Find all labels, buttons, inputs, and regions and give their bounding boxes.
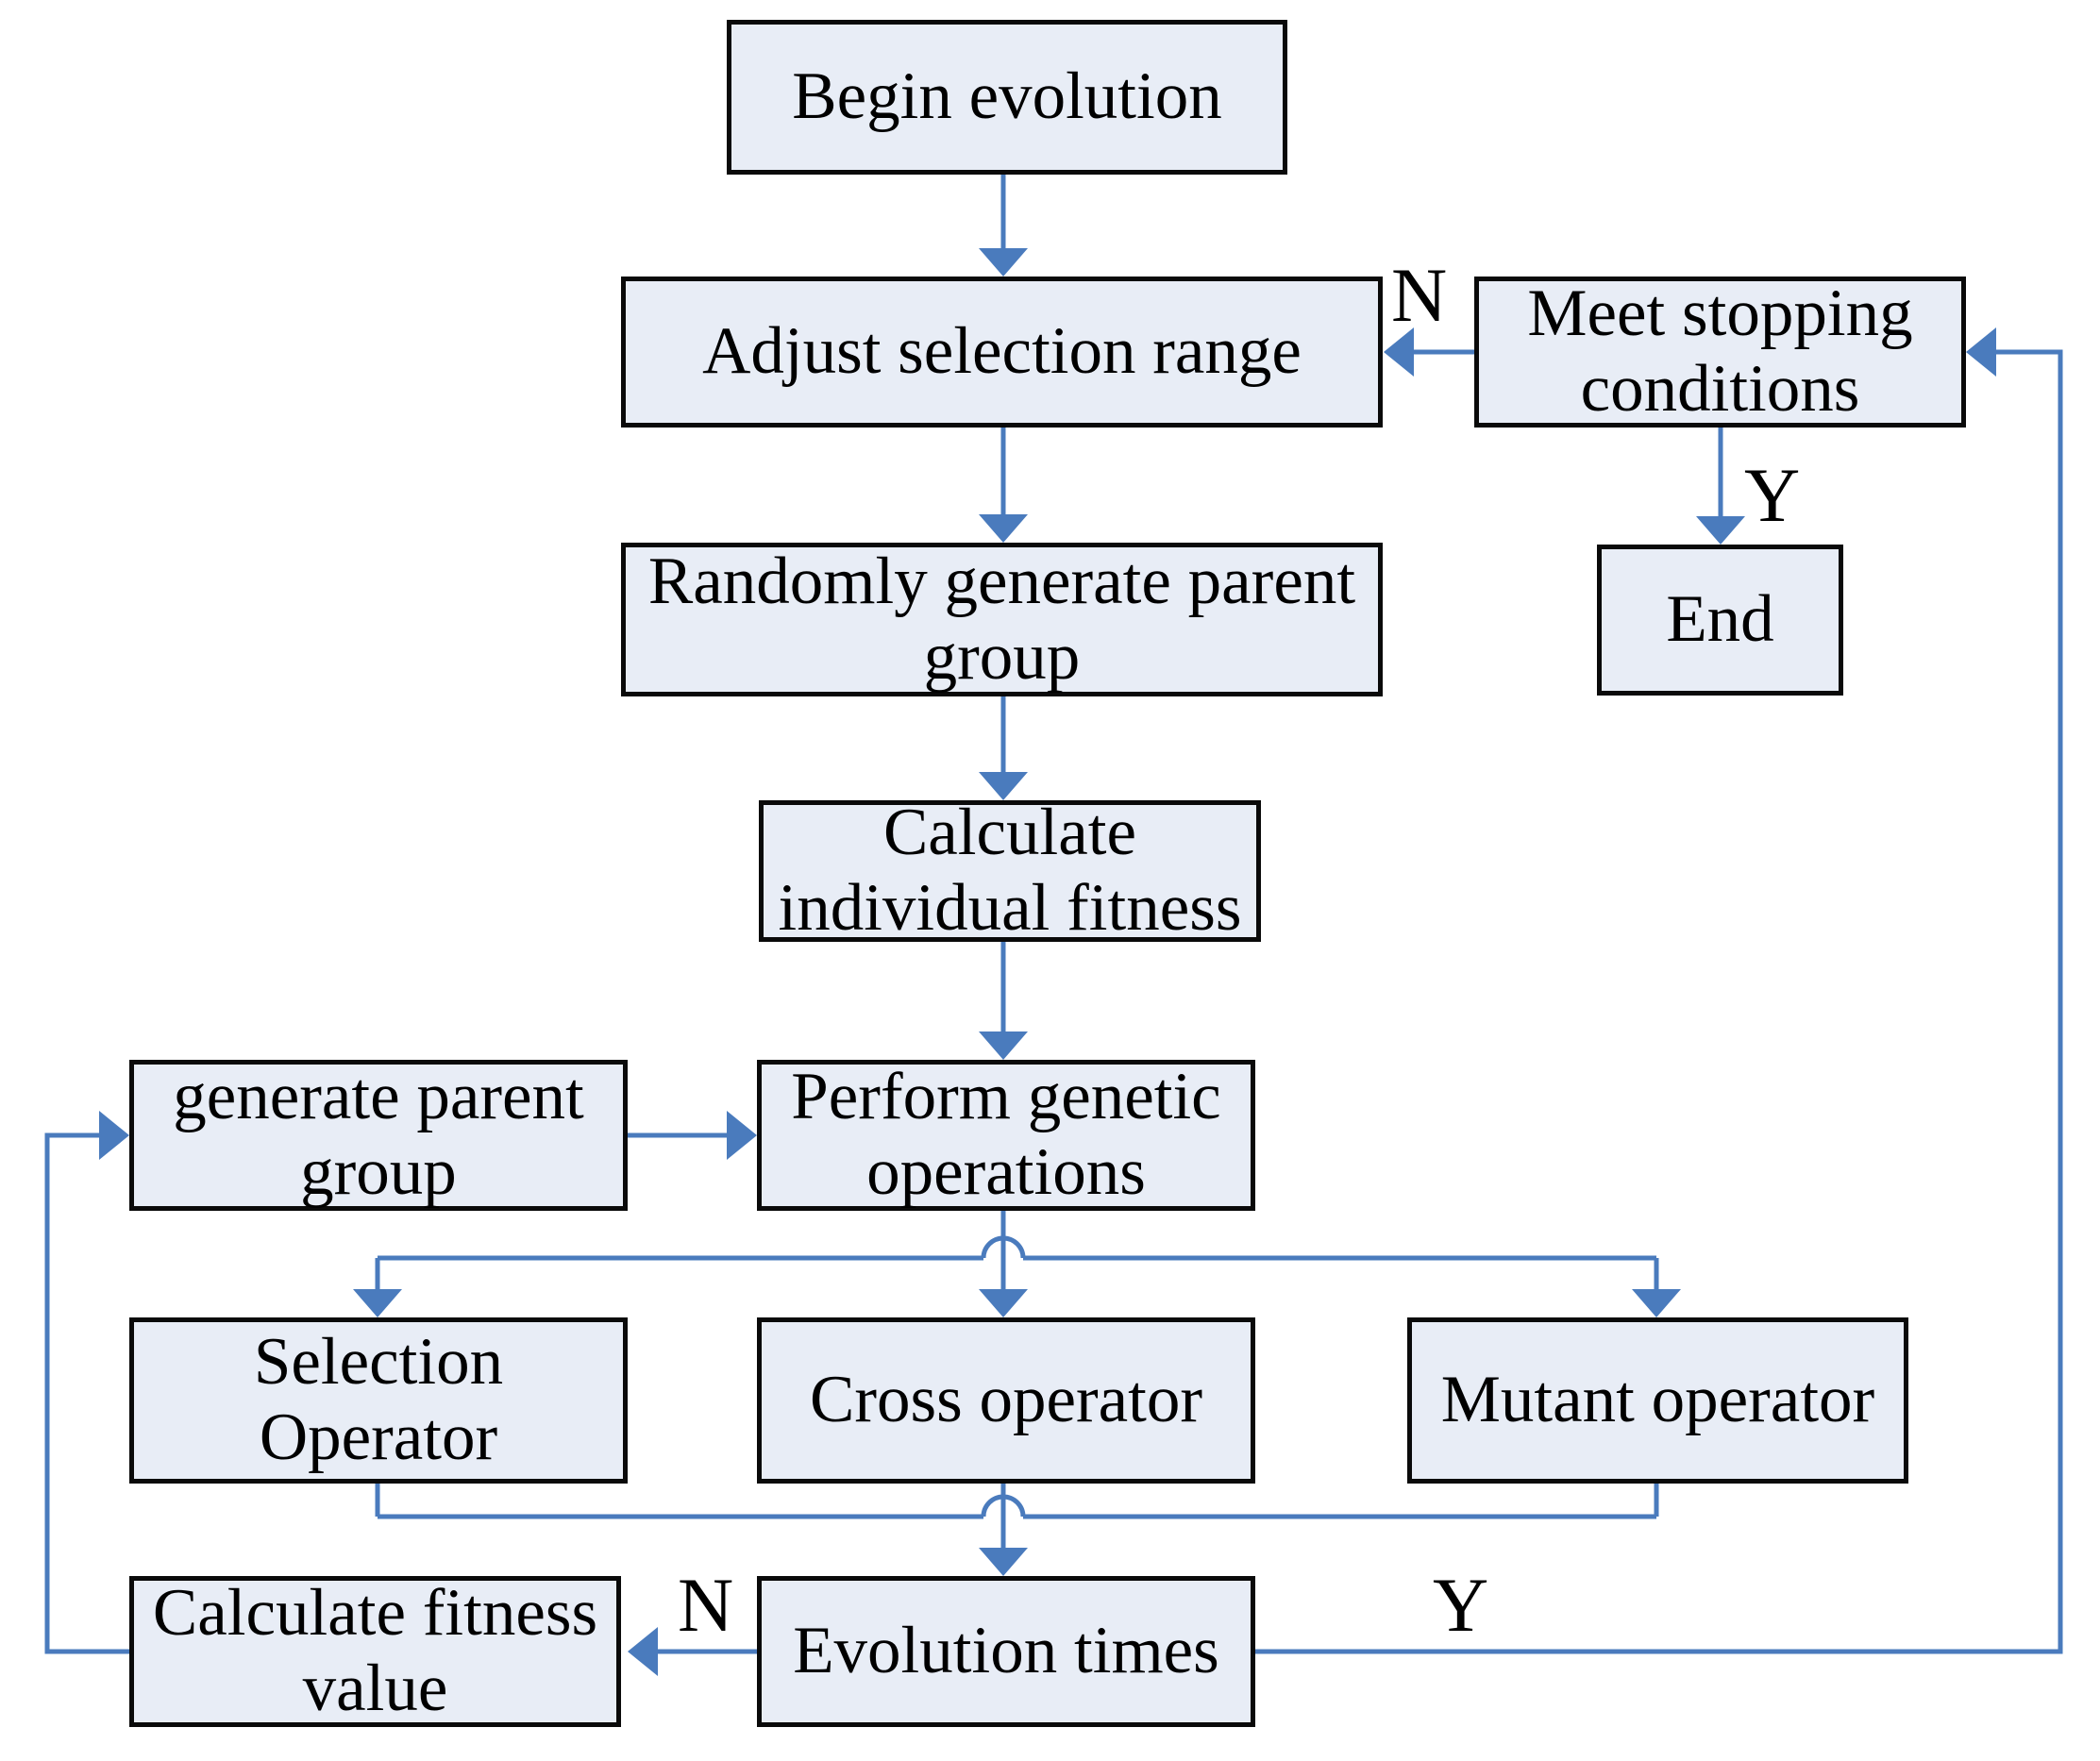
arrowhead-branch-selection	[353, 1289, 402, 1317]
node-evolution-times: Evolution times	[757, 1576, 1255, 1727]
node-randomly-generate-parent-group: Randomly generate parent group	[621, 543, 1383, 696]
label-evolution-yes: Y	[1433, 1562, 1489, 1648]
arrowhead-calcvalue-generate	[99, 1111, 129, 1160]
edge-calcvalue-generate	[44, 1132, 129, 1654]
node-generate-parent-group: generate parent group	[129, 1060, 628, 1211]
arrowhead-random-calcfitness	[979, 772, 1028, 800]
branch-hop-arc	[981, 1235, 1026, 1259]
arrowhead-evolution-meet-y	[1966, 327, 1996, 377]
edge-evolution-meet-y	[1255, 349, 2063, 1654]
node-cross-operator: Cross operator	[757, 1317, 1255, 1484]
arrowhead-perform-cross	[979, 1289, 1028, 1317]
node-end: End	[1597, 545, 1843, 696]
label-meet-yes: Y	[1744, 452, 1801, 538]
node-begin-evolution: Begin evolution	[727, 20, 1287, 175]
node-calculate-fitness-value: Calculate fitness value	[129, 1576, 621, 1727]
node-meet-stopping-conditions: Meet stopping conditions	[1474, 277, 1966, 428]
node-mutant-operator: Mutant operator	[1407, 1317, 1908, 1484]
arrowhead-meet-adjust-n	[1384, 327, 1414, 377]
label-meet-no: N	[1391, 252, 1448, 338]
arrowhead-evolution-calcvalue-n	[628, 1627, 658, 1676]
arrowhead-generate-perform	[727, 1111, 757, 1160]
node-selection-operator: Selection Operator	[129, 1317, 628, 1484]
node-adjust-selection-range: Adjust selection range	[621, 277, 1383, 428]
arrowhead-meet-end-y	[1696, 516, 1745, 545]
arrowhead-cross-evolution	[979, 1548, 1028, 1576]
arrowhead-calcfitness-perform	[979, 1031, 1028, 1060]
arrowhead-begin-adjust	[979, 248, 1028, 277]
arrowhead-branch-mutant	[1632, 1289, 1681, 1317]
node-calculate-individual-fitness: Calculate individual fitness	[759, 796, 1261, 945]
label-evolution-no: N	[678, 1562, 734, 1648]
node-perform-genetic-operations: Perform genetic operations	[757, 1060, 1255, 1211]
arrowhead-adjust-random	[979, 514, 1028, 543]
